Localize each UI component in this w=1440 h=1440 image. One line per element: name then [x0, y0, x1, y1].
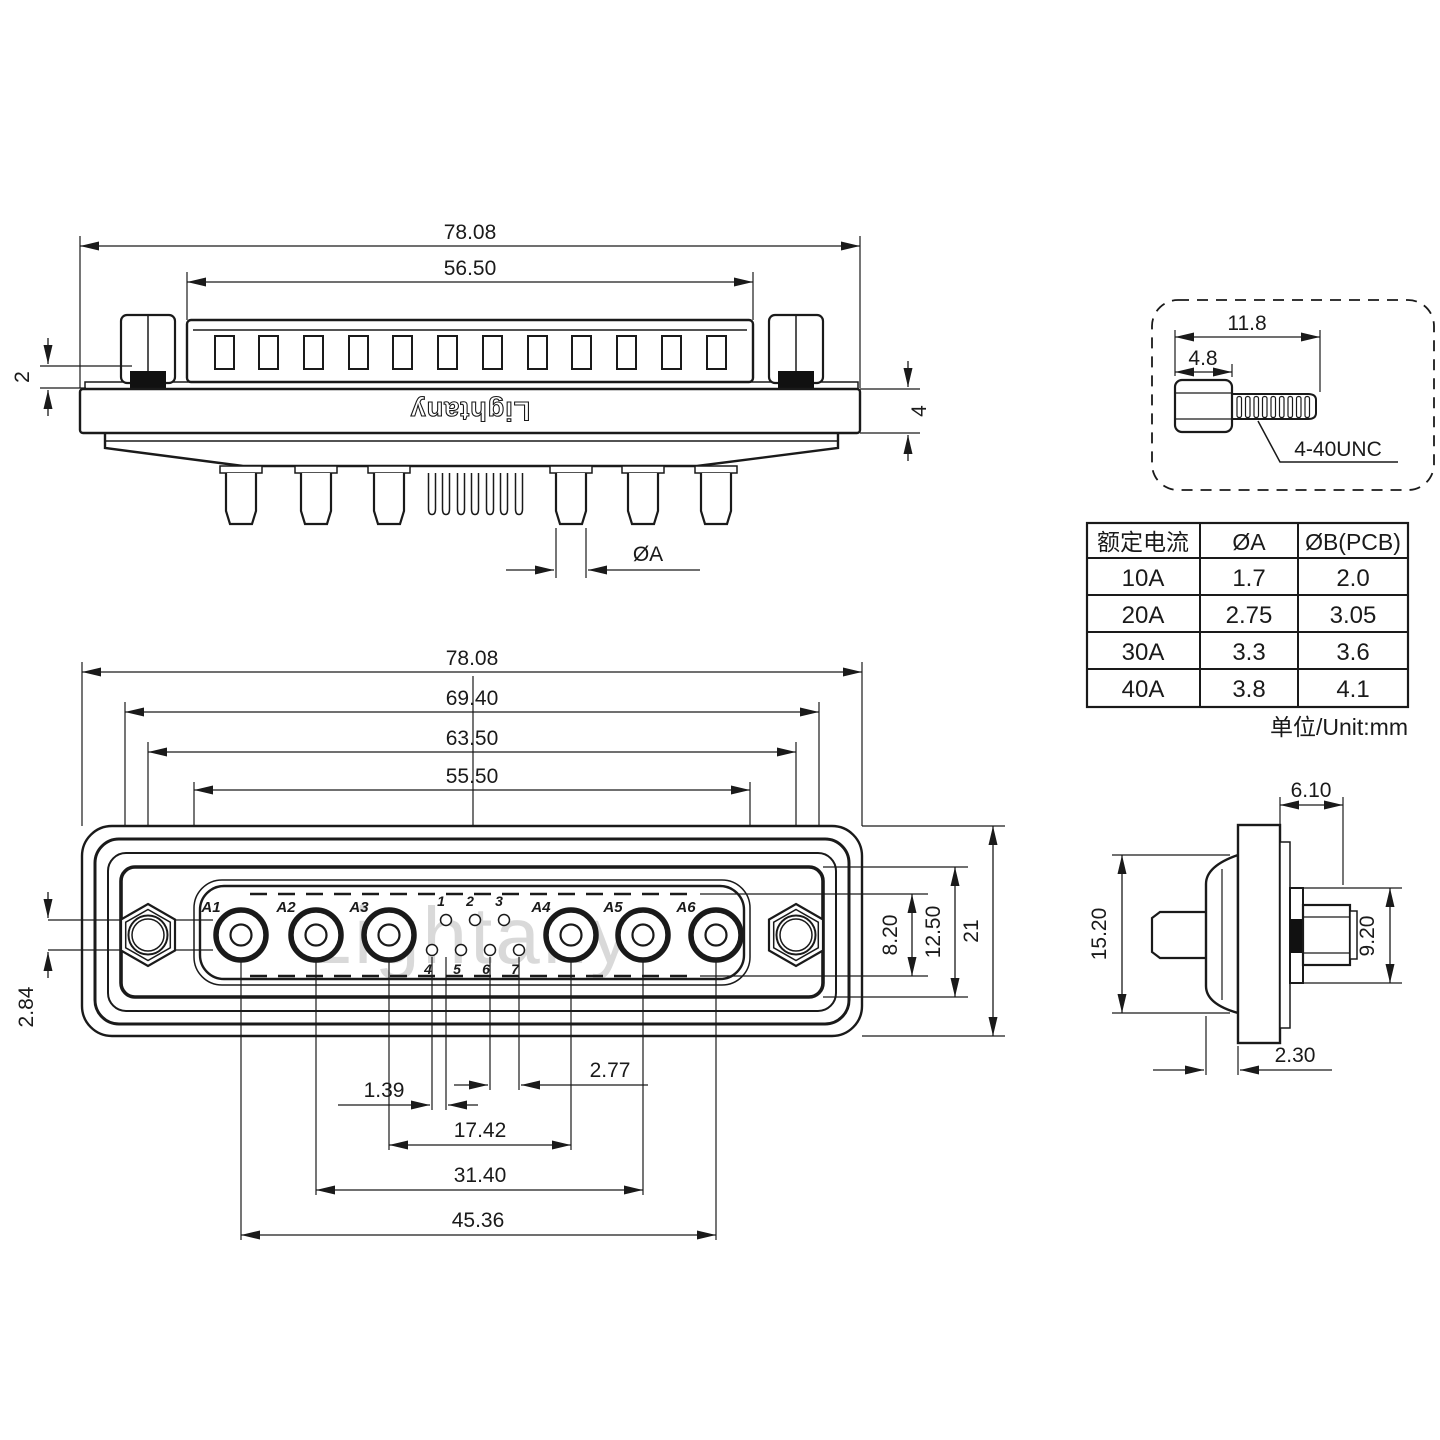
pin-label-5: 5 [453, 961, 461, 977]
power-contact-a3: A3 [348, 899, 417, 963]
contact-label-a5: A5 [602, 899, 623, 916]
front-dim-signal-span: 17.42 [454, 1119, 507, 1142]
flange-profile [1236, 823, 1282, 1045]
front-dim-flange-height: 21 [960, 919, 983, 942]
screw-dim-total-length: 11.8 [1227, 312, 1266, 335]
screw-dim-head-length: 4.8 [1188, 347, 1217, 370]
front-dim-pin-pitch: 2.77 [590, 1059, 631, 1082]
cell-current-10a: 10A [1122, 565, 1165, 592]
pin-label-3: 3 [495, 893, 503, 909]
power-contact-a6: A6 [675, 899, 744, 963]
power-contact-a4: A4 [530, 899, 599, 963]
pin-label-2: 2 [465, 893, 474, 909]
flange-lip [1279, 841, 1291, 1029]
thread-grooves [1236, 395, 1311, 419]
screw-thread-section [1290, 919, 1303, 953]
front-dim-inner-power-span: 31.40 [454, 1164, 507, 1187]
side-dim-shell-height: 15.20 [1088, 908, 1111, 961]
cell-pcb-dia-30a: 3.6 [1336, 639, 1369, 666]
shell-windows [214, 335, 727, 370]
table-row: 30A 3.3 3.6 [1122, 639, 1370, 666]
hex-nut-left [119, 902, 177, 968]
cell-pin-dia-10a: 1.7 [1232, 565, 1265, 592]
d-shell-opening-outer [193, 879, 751, 986]
table-row: 20A 2.75 3.05 [1122, 602, 1377, 629]
front-dim-row-offset: 2.84 [15, 986, 38, 1027]
flange-outline-3 [107, 852, 837, 1012]
top-dim-gasket-thickness: 2 [11, 371, 34, 383]
cell-pcb-dia-10a: 2.0 [1336, 565, 1369, 592]
detail-border [1151, 299, 1435, 491]
table-header-current: 额定电流 [1097, 529, 1189, 555]
front-dim-shell-width: 55.50 [446, 765, 499, 788]
cell-pcb-dia-40a: 4.1 [1336, 676, 1369, 703]
pin-label-7: 7 [511, 961, 520, 977]
mounting-flange [78, 387, 862, 435]
front-dim-mount-span: 69.40 [446, 687, 499, 710]
unit-note: 单位/Unit:mm [1270, 714, 1408, 740]
connector-shell [185, 318, 755, 384]
thread-leader-line [1257, 420, 1398, 463]
top-dim-pin-diameter: ØA [633, 543, 663, 566]
top-dim-overall-width: 78.08 [444, 221, 497, 244]
insulator-body [103, 433, 840, 468]
power-pins-side [224, 473, 733, 526]
d-shell-opening-inner [198, 884, 746, 981]
contact-label-a4: A4 [530, 899, 551, 916]
jackscrew-drawing [1173, 378, 1317, 434]
contact-label-a6: A6 [675, 899, 696, 916]
top-dim-shell-width: 56.50 [444, 257, 497, 280]
front-dim-jackscrew-span: 63.50 [446, 727, 499, 750]
front-view: 78.08 69.40 63.50 55.50 Lightany 2.84 [15, 647, 1005, 1240]
cell-current-20a: 20A [1122, 602, 1165, 629]
front-dim-outer-power-span: 45.36 [452, 1209, 505, 1232]
front-dim-shell-height: 8.20 [879, 915, 902, 956]
jackscrew-left [119, 313, 177, 389]
pin-label-4: 4 [423, 961, 432, 977]
pin-label-1: 1 [437, 893, 445, 909]
table-header-pcb-dia: ØB(PCB) [1305, 529, 1401, 555]
flange-outline-outer [80, 824, 864, 1038]
cell-current-40a: 40A [1122, 676, 1165, 703]
top-side-view: 78.08 56.50 [11, 221, 931, 578]
pin-label-6: 6 [482, 961, 490, 977]
front-dim-pin-stagger: 1.39 [364, 1079, 405, 1102]
jackscrew-left-thread [130, 371, 166, 389]
side-dim-jackscrew-od: 9.20 [1356, 916, 1379, 957]
power-contact-a2: A2 [275, 899, 344, 963]
signal-pins-side [427, 473, 524, 516]
cell-pin-dia-20a: 2.75 [1226, 602, 1273, 629]
cell-pin-dia-30a: 3.3 [1232, 639, 1265, 666]
front-dim-overall-width: 78.08 [446, 647, 499, 670]
contact-label-a1: A1 [200, 899, 220, 916]
table-row: 10A 1.7 2.0 [1122, 565, 1370, 592]
jackscrew-detail-view: 11.8 4.8 4-40UNC [1151, 299, 1435, 491]
table-row: 40A 3.8 4.1 [1122, 676, 1370, 703]
cell-current-30a: 30A [1122, 639, 1165, 666]
flange-outline-2 [93, 837, 851, 1026]
signal-pins-bottom: 4 5 6 7 [423, 943, 526, 977]
front-dim-opening-height: 12.50 [922, 906, 945, 959]
contact-label-a3: A3 [348, 899, 369, 916]
jackscrew-right [767, 313, 825, 389]
jackscrew-right-thread [778, 371, 814, 389]
contact-label-a2: A2 [275, 899, 296, 916]
side-dim-flange-to-nut: 6.10 [1291, 779, 1332, 802]
cell-pin-dia-40a: 3.8 [1232, 676, 1265, 703]
jackscrew-nut-profile [1301, 903, 1358, 967]
power-contact-a5: A5 [602, 899, 671, 963]
side-profile-view: 6.10 15.20 9.20 2.30 [1088, 779, 1402, 1075]
hex-nut-right [767, 902, 825, 968]
signal-pins-top: 1 2 3 [437, 893, 511, 927]
table-header-pin-dia: ØA [1232, 529, 1266, 555]
power-contact-a1: A1 [200, 899, 269, 963]
spec-table: 额定电流 ØA ØB(PCB) 10A 1.7 2.0 20A 2.75 3.0… [1085, 521, 1410, 740]
flange-logo: Lightany [410, 396, 531, 426]
thread-spec-label: 4-40UNC [1294, 438, 1382, 461]
side-dim-shell-thickness: 2.30 [1275, 1044, 1316, 1067]
center-pin-stub [1150, 910, 1209, 960]
top-dim-flange-thickness: 4 [908, 405, 931, 417]
cell-pcb-dia-20a: 3.05 [1330, 602, 1377, 629]
